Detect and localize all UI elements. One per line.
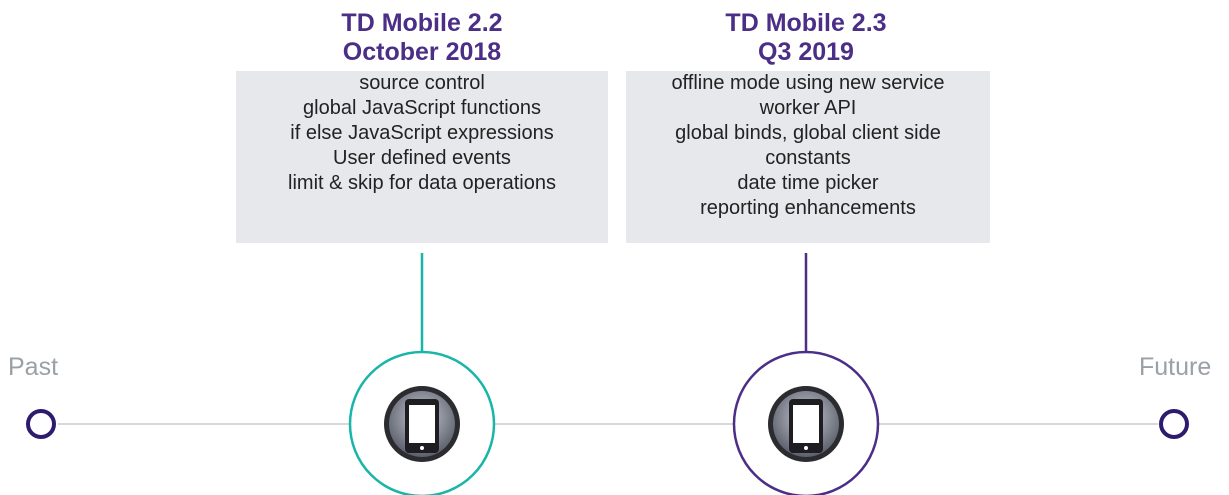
feature-item: source control — [359, 72, 485, 94]
milestone-2-date: Q3 2019 — [758, 38, 854, 66]
feature-item: constants — [765, 147, 851, 169]
mobile-device-icon — [405, 399, 439, 453]
milestone-2-feature-box: offline mode using new service worker AP… — [626, 71, 990, 243]
mobile-device-icon — [789, 399, 823, 453]
feature-item: global binds, global client side — [675, 122, 941, 144]
feature-item: date time picker — [737, 172, 879, 194]
feature-item: limit & skip for data operations — [288, 172, 556, 194]
future-endpoint — [1159, 409, 1189, 439]
feature-item: global JavaScript functions — [303, 97, 541, 119]
milestone-1-version: TD Mobile 2.2 — [341, 9, 503, 37]
feature-item: if else JavaScript expressions — [290, 122, 554, 144]
feature-item: offline mode using new service — [671, 72, 945, 94]
milestone-2-node — [732, 350, 880, 495]
milestone-1-date: October 2018 — [342, 38, 502, 66]
milestone-1-title: TD Mobile 2.2 October 2018 — [272, 9, 572, 67]
past-label: Past — [8, 353, 59, 381]
feature-item: User defined events — [333, 147, 511, 169]
milestone-1-feature-box: source control global JavaScript functio… — [236, 71, 608, 243]
feature-item: worker API — [759, 97, 857, 119]
past-endpoint — [26, 409, 56, 439]
milestone-2-version: TD Mobile 2.3 — [725, 9, 887, 37]
milestone-2-title: TD Mobile 2.3 Q3 2019 — [656, 9, 956, 67]
milestone-1-node — [348, 350, 496, 495]
future-label: Future — [1139, 353, 1212, 381]
feature-item: reporting enhancements — [700, 197, 916, 219]
